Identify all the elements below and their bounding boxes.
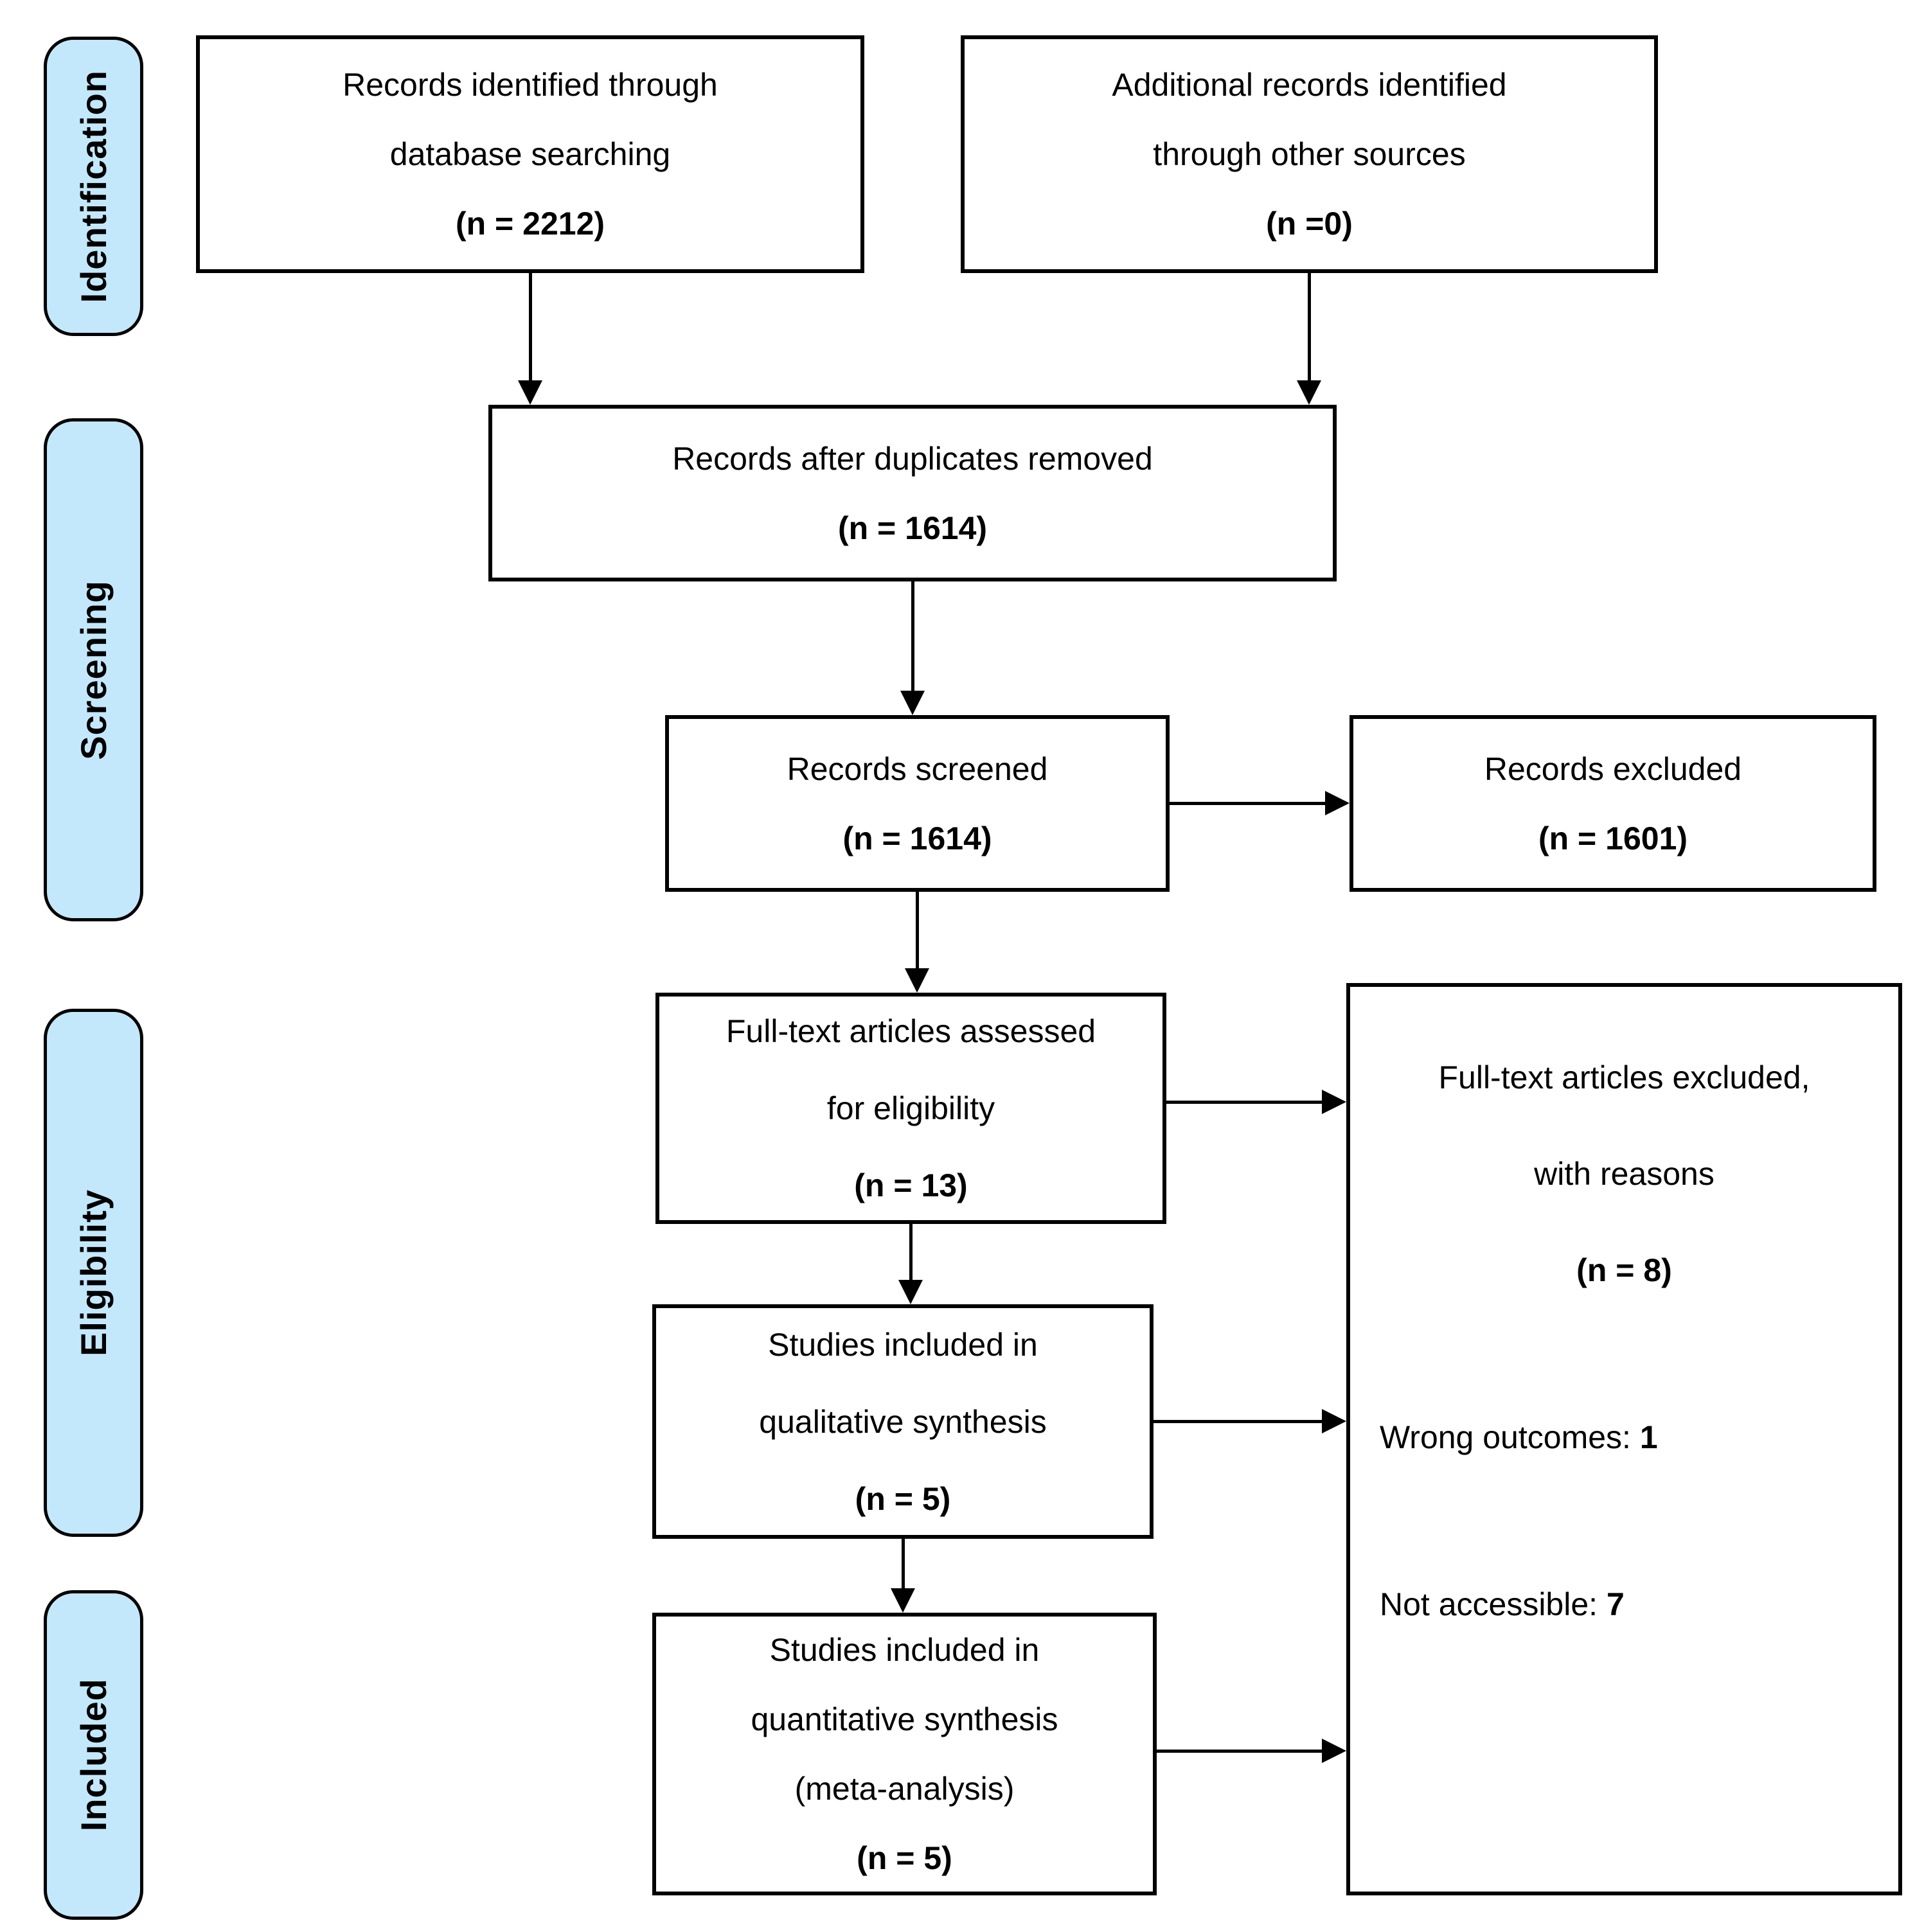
stage-included: Included <box>44 1590 143 1920</box>
exclusion-reason: Wrong outcomes:1 <box>1350 1415 1898 1460</box>
box-line: Full-text articles excluded, <box>1438 1059 1810 1095</box>
arrow-assessed-to-ftexcluded-head <box>1322 1090 1346 1114</box>
arrow-assessed-to-qualitative-line <box>909 1224 913 1281</box>
box-count: (n = 1614) <box>842 820 992 856</box>
box-line: Studies included in <box>769 1632 1040 1668</box>
arrow-identified-to-duplicates-line <box>529 273 532 382</box>
box-additional-records: Additional records identified through ot… <box>961 35 1658 273</box>
box-records-excluded: Records excluded (n = 1601) <box>1349 715 1876 892</box>
arrow-quantitative-to-ftexcluded-line <box>1157 1750 1323 1753</box>
arrow-qualitative-to-quantitative-line <box>902 1539 905 1590</box>
box-line: with reasons <box>1534 1156 1715 1192</box>
box-count: (n = 1614) <box>837 510 988 546</box>
box-count: (n = 1601) <box>1538 820 1688 856</box>
box-fulltext-excluded: Full-text articles excluded, with reason… <box>1346 983 1902 1895</box>
arrow-additional-to-duplicates-head <box>1297 380 1321 405</box>
box-line: Records excluded <box>1484 750 1742 787</box>
arrow-screened-to-excluded-head <box>1325 791 1349 815</box>
exclusion-reason-value: 1 <box>1639 1419 1658 1455</box>
arrow-duplicates-to-screened-line <box>911 581 914 692</box>
exclusion-reason-value: 7 <box>1607 1586 1625 1622</box>
arrow-qualitative-to-ftexcluded-line <box>1154 1420 1323 1423</box>
stage-screening: Screening <box>44 418 143 921</box>
box-line: Records after duplicates removed <box>672 440 1153 477</box>
box-count: (n =0) <box>1266 206 1353 242</box>
stage-screening-label: Screening <box>73 580 114 760</box>
box-line: through other sources <box>1153 136 1466 172</box>
stage-identification: Identification <box>44 37 143 336</box>
arrow-additional-to-duplicates-line <box>1308 273 1311 382</box>
box-fulltext-assessed: Full-text articles assessed for eligibil… <box>655 993 1166 1224</box>
box-after-duplicates: Records after duplicates removed (n = 16… <box>488 405 1337 581</box>
box-records-screened: Records screened (n = 1614) <box>665 715 1170 892</box>
box-count: (n = 2212) <box>455 206 605 242</box>
stage-eligibility: Eligibility <box>44 1009 143 1537</box>
exclusion-reason-label: Not accessible: <box>1380 1586 1598 1622</box>
box-line: Additional records identified <box>1112 67 1507 103</box>
stage-included-label: Included <box>73 1678 114 1832</box>
stage-eligibility-label: Eligibility <box>73 1189 114 1356</box>
box-line: quantitative synthesis <box>751 1701 1058 1737</box>
box-qualitative: Studies included in qualitative synthesi… <box>652 1304 1154 1539</box>
box-records-identified: Records identified through database sear… <box>196 35 864 273</box>
box-count: (n = 5) <box>855 1480 951 1517</box>
arrow-identified-to-duplicates-head <box>518 380 542 405</box>
arrow-screened-to-excluded-line <box>1170 802 1326 805</box>
arrow-quantitative-to-ftexcluded-head <box>1322 1739 1346 1763</box>
arrow-duplicates-to-screened-head <box>900 691 925 715</box>
exclusion-reason: Not accessible:7 <box>1350 1582 1898 1627</box>
box-line: for eligibility <box>826 1090 995 1126</box>
arrow-screened-to-assessed-line <box>916 892 919 970</box>
exclusion-reason-label: Wrong outcomes: <box>1380 1419 1631 1455</box>
arrow-screened-to-assessed-head <box>905 968 929 993</box>
box-line: Full-text articles assessed <box>726 1013 1096 1049</box>
box-line: Studies included in <box>768 1326 1038 1363</box>
box-line: Records screened <box>787 750 1048 787</box>
stage-identification-label: Identification <box>73 69 114 303</box>
box-line: Records identified through <box>343 67 718 103</box>
box-count: (n = 5) <box>857 1840 952 1876</box>
box-count: (n = 13) <box>854 1167 968 1203</box>
arrow-qualitative-to-ftexcluded-head <box>1322 1409 1346 1433</box>
box-line: qualitative synthesis <box>759 1403 1047 1440</box>
box-line: database searching <box>389 136 671 172</box>
box-line: (meta-analysis) <box>794 1771 1015 1807</box>
box-quantitative: Studies included in quantitative synthes… <box>652 1613 1157 1895</box>
arrow-qualitative-to-quantitative-head <box>891 1588 915 1613</box>
arrow-assessed-to-qualitative-head <box>898 1280 923 1304</box>
arrow-assessed-to-ftexcluded-line <box>1166 1101 1323 1104</box>
box-count: (n = 8) <box>1576 1252 1672 1288</box>
